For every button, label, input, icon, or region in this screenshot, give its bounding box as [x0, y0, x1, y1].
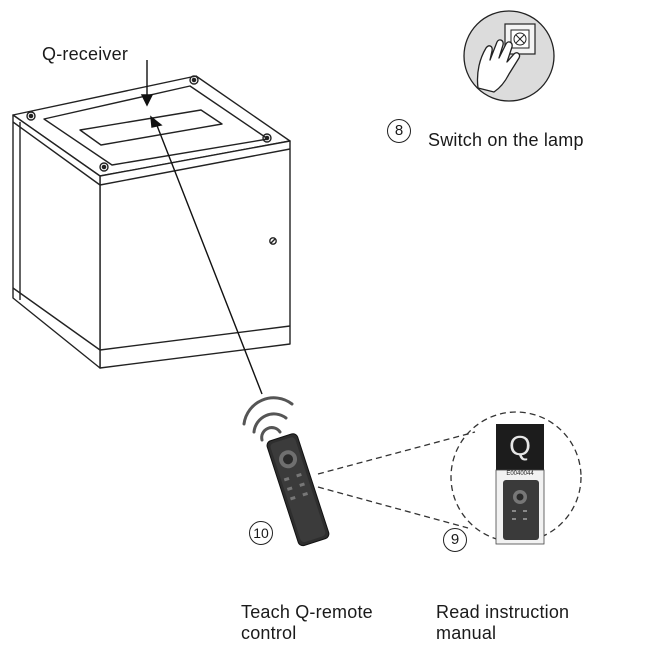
step9-instruction-line2: manual — [436, 623, 497, 643]
remote-control-icon — [266, 433, 330, 547]
signal-waves-icon — [242, 396, 294, 442]
receiver-label: Q-receiver — [42, 44, 129, 64]
step8-instruction: Switch on the lamp — [428, 130, 584, 150]
switch-hand-icon — [463, 10, 555, 102]
step9-instruction-line1: Read instruction — [436, 602, 570, 622]
manual-code: E0040044 — [506, 471, 534, 477]
lamp-cube — [12, 75, 291, 369]
step-number-10: 10 — [249, 521, 273, 545]
step10-instruction-line2: control — [241, 623, 297, 643]
manual-logo: Q — [509, 430, 531, 461]
manual-cover — [495, 424, 545, 545]
teach-signal-arrow — [150, 115, 263, 395]
step-number-9: 9 — [443, 528, 467, 552]
step10-instruction-line1: Teach Q-remote — [241, 602, 373, 622]
receiver-pointer-arrow — [140, 60, 154, 107]
step-number-8: 8 — [387, 119, 411, 143]
